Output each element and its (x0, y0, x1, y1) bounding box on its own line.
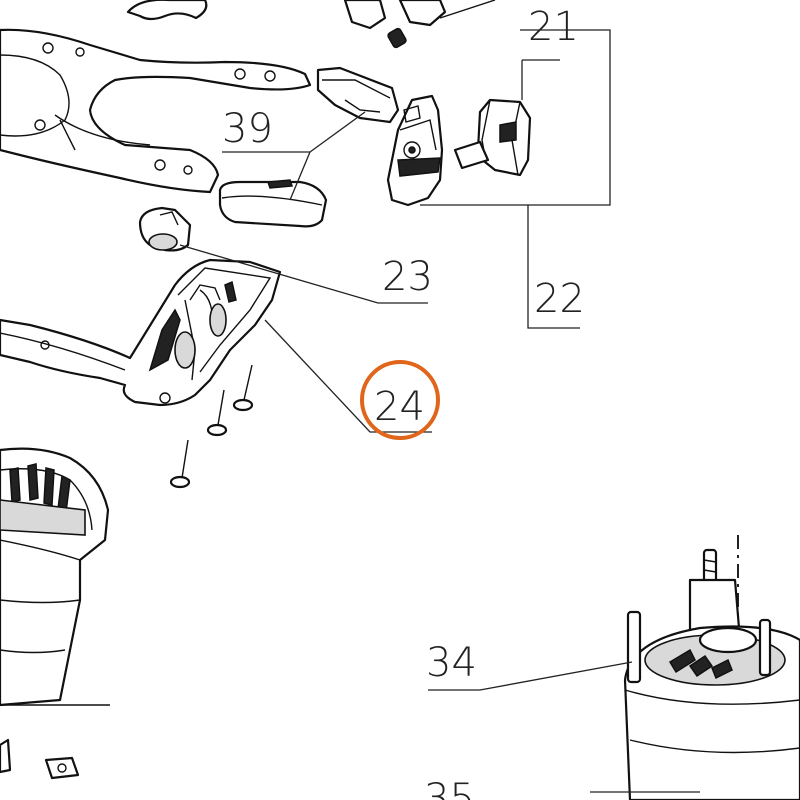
base-plate-part (0, 28, 312, 194)
callout-21: 21 (528, 4, 579, 50)
callout-23: 23 (382, 254, 433, 300)
callout-22: 22 (534, 276, 585, 322)
armature-part (623, 548, 800, 800)
callout-39: 39 (222, 106, 273, 152)
top-clip-part (126, 0, 208, 21)
highlight-circle-24 (360, 360, 440, 440)
callout-24: 24 (374, 384, 425, 430)
motor-housing-part (0, 447, 110, 707)
callout-35: 35 (424, 776, 475, 800)
small-part-bottom-left-1 (0, 738, 12, 774)
screw-2 (206, 389, 228, 437)
top-switch-piece (343, 0, 496, 49)
small-part-bottom-left-2 (44, 756, 80, 780)
small-cap-part (138, 206, 192, 252)
screw-3 (169, 439, 191, 489)
screw-1 (232, 364, 254, 412)
switch-module (453, 98, 532, 177)
switch-housing (386, 94, 444, 207)
switch-cap-upper (316, 66, 400, 124)
switch-cap-lower (218, 179, 328, 228)
leader-lines (179, 29, 700, 793)
callout-34: 34 (426, 640, 477, 686)
handle-housing-part (0, 258, 282, 407)
